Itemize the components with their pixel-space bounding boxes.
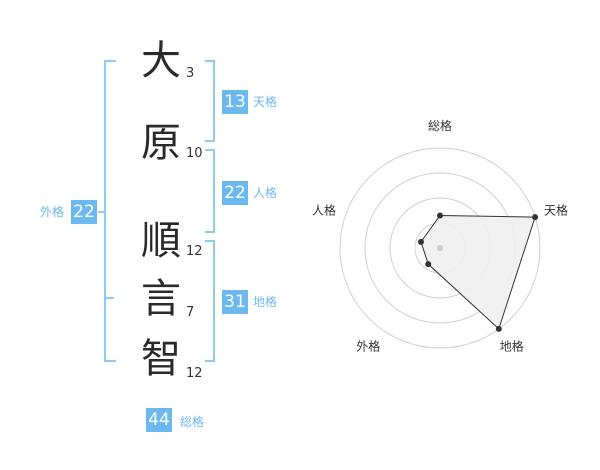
name-char-2: 原 bbox=[141, 120, 181, 166]
radar-axis-label-4: 外格 bbox=[356, 339, 380, 354]
radar-axis-label-2: 天格 bbox=[544, 202, 568, 217]
name-char-5: 智 bbox=[141, 336, 181, 382]
gaikaku-value-badge: 22 bbox=[71, 200, 97, 224]
name-char-4: 言 bbox=[141, 276, 181, 322]
stroke-count-5: 12 bbox=[186, 366, 203, 381]
soukaku-value-badge: 44 bbox=[146, 408, 172, 432]
chikaku-bracket bbox=[205, 240, 215, 362]
jinkaku-bracket bbox=[205, 149, 215, 233]
tenkaku-bracket bbox=[205, 60, 215, 142]
radar-ring-4 bbox=[339, 147, 541, 349]
gaikaku-label: 外格 bbox=[40, 205, 65, 219]
name-char-1: 大 bbox=[141, 38, 181, 84]
radar-data-area bbox=[420, 214, 536, 330]
radar-axis-label-3: 地格 bbox=[500, 339, 524, 354]
stroke-count-3: 12 bbox=[186, 244, 203, 259]
name-char-3: 順 bbox=[141, 218, 181, 264]
jinkaku-value-badge: 22 bbox=[222, 181, 248, 205]
jinkaku-label: 人格 bbox=[253, 186, 278, 200]
gaikaku-connector bbox=[98, 211, 104, 213]
stroke-count-1: 3 bbox=[186, 66, 195, 81]
stroke-count-2: 10 bbox=[186, 146, 203, 161]
tenkaku-value-badge: 13 bbox=[222, 90, 248, 114]
chikaku-value-badge: 31 bbox=[222, 290, 248, 314]
gaikaku-bracket bbox=[104, 60, 116, 362]
radar-axis-label-1: 総格 bbox=[428, 118, 452, 133]
radar-point-2 bbox=[532, 214, 539, 221]
soukaku-label: 総格 bbox=[180, 415, 205, 429]
radar-point-5 bbox=[417, 238, 424, 245]
gaikaku-bracket-tick bbox=[104, 297, 114, 299]
chikaku-label: 地格 bbox=[253, 295, 278, 309]
radar-center-point bbox=[437, 245, 443, 251]
tenkaku-label: 天格 bbox=[253, 95, 278, 109]
radar-point-4 bbox=[425, 261, 432, 268]
radar-point-3 bbox=[495, 325, 502, 332]
radar-axis-label-5: 人格 bbox=[312, 202, 336, 217]
radar-point-1 bbox=[437, 212, 443, 219]
stroke-count-4: 7 bbox=[186, 305, 195, 320]
